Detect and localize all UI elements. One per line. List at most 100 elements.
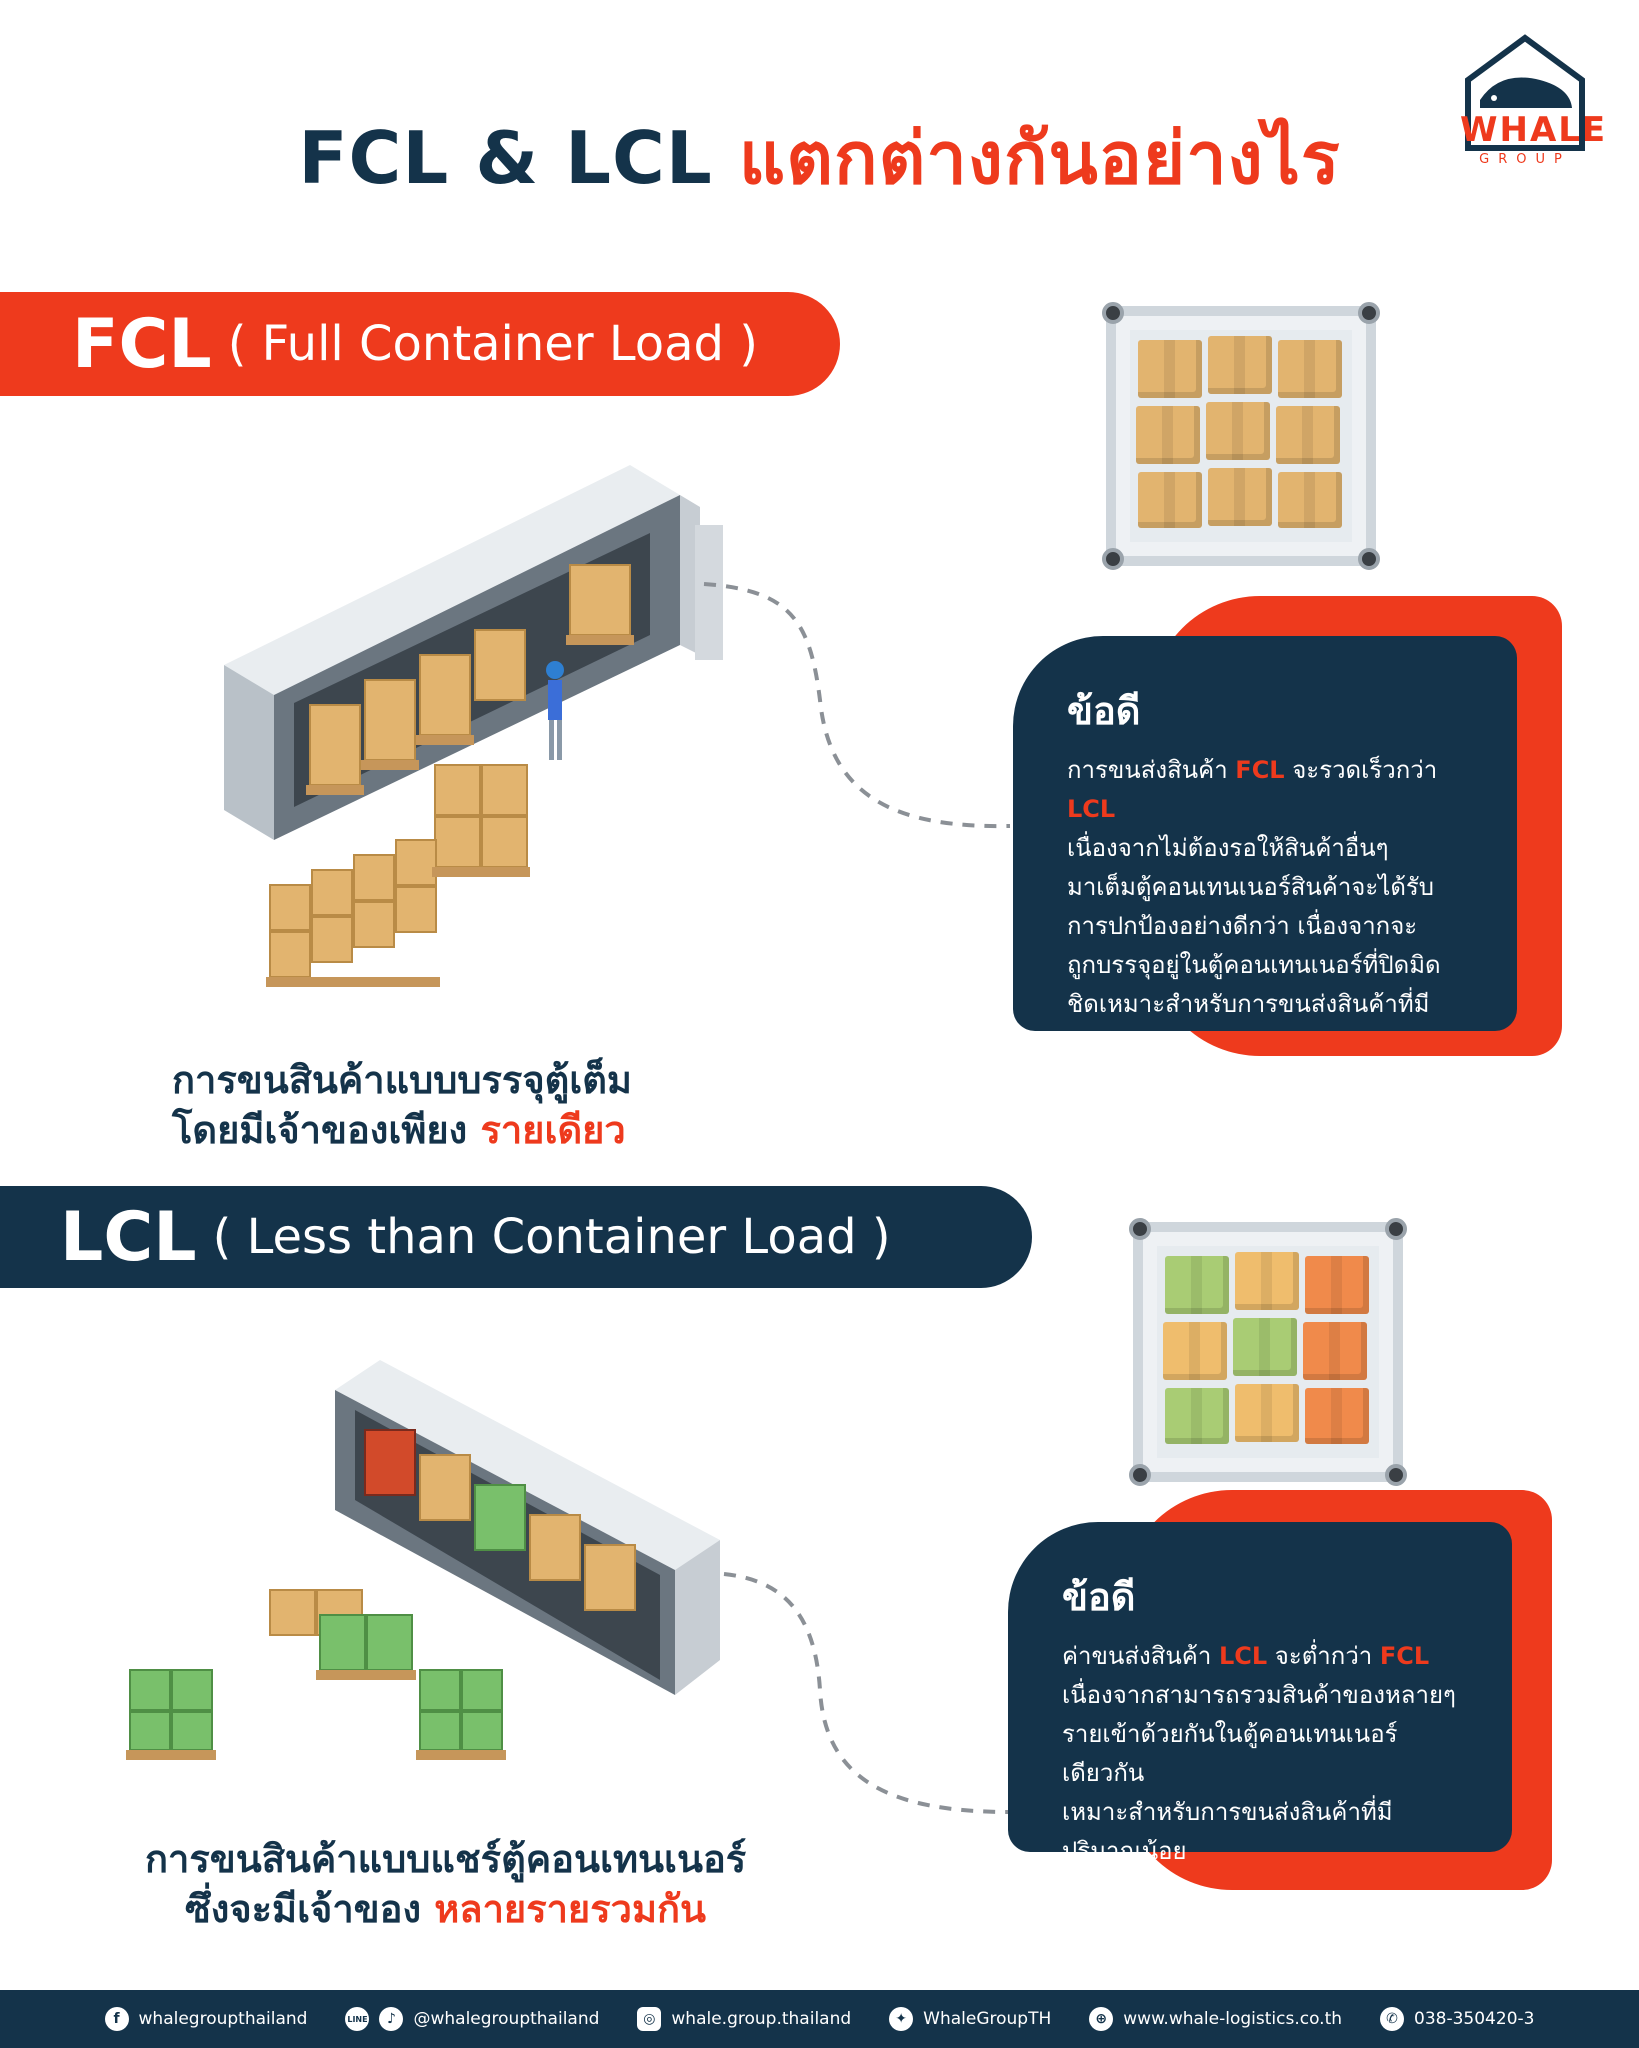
lcl-caption: การขนสินค้าแบบแชร์ตู้คอนเทนเนอร์ ซึ่งจะม… [145, 1834, 746, 1934]
footer-line-tiktok[interactable]: LINE ♪ @whalegroupthailand [345, 2007, 599, 2031]
lcl-box [1305, 1256, 1369, 1314]
tiktok-icon: ♪ [379, 2007, 404, 2031]
fcl-dashed-connector [703, 582, 1011, 829]
footer-website[interactable]: ⊕ www.whale-logistics.co.th [1089, 2007, 1342, 2031]
footer-twitter[interactable]: ✦ WhaleGroupTH [889, 2007, 1051, 2031]
fcl-advantage-heading: ข้อดี [1067, 689, 1141, 733]
lcl-advantage-card: ข้อดี ค่าขนส่งสินค้า LCL จะต่ำกว่า FCL เ… [1008, 1522, 1512, 1865]
container-corner-icon [1102, 302, 1124, 324]
fcl-advantage-line: ชิดเหมาะสำหรับการขนส่งสินค้าที่มี [1067, 990, 1430, 1018]
container-corner-icon [1129, 1464, 1151, 1486]
container-corner-icon [1358, 548, 1380, 570]
twitter-handle: WhaleGroupTH [923, 2009, 1052, 2029]
fcl-caption-highlight: รายเดียว [480, 1108, 626, 1152]
fcl-caption-line1: การขนสินค้าแบบบรรจุตู้เต็ม [172, 1058, 632, 1102]
fcl-container-illustration [224, 465, 723, 987]
fcl-box [1278, 340, 1342, 398]
facebook-handle: whalegroupthailand [138, 2009, 308, 2029]
lcl-box-grid [1157, 1246, 1379, 1458]
lcl-dashed-connector [723, 1572, 1011, 1814]
lcl-adv-mid: จะต่ำกว่า [1267, 1642, 1380, 1670]
lcl-box [1165, 1388, 1229, 1444]
instagram-icon: ◎ [637, 2007, 662, 2031]
lcl-abbr: LCL [60, 1197, 197, 1277]
lcl-container-illustration [126, 1360, 720, 1760]
fcl-box [1138, 340, 1202, 398]
lcl-box [1233, 1318, 1297, 1376]
fcl-adv-prefix: การขนส่งสินค้า [1067, 756, 1236, 784]
logo-sub: GROUP [1479, 152, 1571, 167]
lcl-full-name: ( Less than Container Load ) [212, 1209, 891, 1265]
container-corner-icon [1385, 1218, 1407, 1240]
phone-icon: ✆ [1380, 2007, 1405, 2031]
footer-instagram[interactable]: ◎ whale.group.thailand [637, 2007, 851, 2031]
lcl-caption-prefix: ซึ่งจะมีเจ้าของ [185, 1887, 435, 1931]
whale-logo-icon [1465, 34, 1585, 151]
lcl-container-box [1129, 1218, 1407, 1486]
lcl-advantage-line: รายเข้าด้วยกันในตู้คอนเทนเนอร์เดียวกัน [1062, 1720, 1398, 1787]
lcl-advantage-line: เนื่องจากสามารถรวมสินค้าของหลายๆ [1062, 1681, 1456, 1709]
lcl-caption-highlight: หลายรายรวมกัน [434, 1887, 706, 1931]
fcl-abbr: FCL [72, 304, 212, 384]
phone-number: 038-350420-3 [1414, 2009, 1535, 2029]
fcl-box [1276, 406, 1340, 464]
lcl-adv-hl1: LCL [1218, 1642, 1268, 1670]
logo-name: WHALE [1460, 110, 1608, 150]
lcl-adv-prefix: ค่าขนส่งสินค้า [1062, 1642, 1219, 1670]
fcl-advantage-line: ถูกบรรจุอยู่ในตู้คอนเทนเนอร์ที่ปิดมิด [1067, 951, 1441, 979]
fcl-container-box [1102, 302, 1380, 570]
fcl-advantage-line: เนื่องจากไม่ต้องรอให้สินค้าอื่นๆ [1067, 834, 1389, 862]
fcl-box-grid [1130, 330, 1352, 542]
lcl-advantage-line: ปริมาณน้อย [1062, 1837, 1187, 1865]
fcl-advantage-card: ข้อดี การขนส่งสินค้า FCL จะรวดเร็วกว่า L… [1013, 636, 1517, 1057]
facebook-icon: f [104, 2007, 129, 2031]
fcl-full-name: ( Full Container Load ) [227, 316, 758, 372]
fcl-caption: การขนสินค้าแบบบรรจุตู้เต็ม โดยมีเจ้าของเ… [172, 1055, 632, 1155]
footer-contact-bar: f whalegroupthailand LINE ♪ @whalegroupt… [0, 1990, 1639, 2048]
fcl-advantage-line: ปริมาณมาก [1067, 1029, 1191, 1057]
page-title: FCL & LCL แตกต่างกันอย่างไร [0, 100, 1639, 215]
instagram-handle: whale.group.thailand [671, 2009, 852, 2029]
fcl-box [1136, 406, 1200, 464]
fcl-caption-line2: โดยมีเจ้าของเพียง รายเดียว [172, 1105, 632, 1155]
lcl-box [1303, 1322, 1367, 1380]
website-url: www.whale-logistics.co.th [1123, 2009, 1343, 2029]
fcl-advantage-line: มาเต็มตู้คอนเทนเนอร์สินค้าจะได้รับ [1067, 873, 1435, 901]
lcl-box [1235, 1252, 1299, 1310]
lcl-caption-line1: การขนสินค้าแบบแชร์ตู้คอนเทนเนอร์ [145, 1837, 747, 1881]
container-corner-icon [1102, 548, 1124, 570]
fcl-box [1208, 468, 1272, 526]
lcl-advantage-heading: ข้อดี [1062, 1575, 1136, 1619]
fcl-adv-hl2: LCL [1067, 795, 1116, 823]
twitter-icon: ✦ [889, 2007, 914, 2031]
fcl-caption-prefix: โดยมีเจ้าของเพียง [172, 1108, 481, 1152]
container-corner-icon [1385, 1464, 1407, 1486]
lcl-box [1235, 1384, 1299, 1442]
container-corner-icon [1129, 1218, 1151, 1240]
lcl-advantage-line: เหมาะสำหรับการขนส่งสินค้าที่มี [1062, 1798, 1393, 1826]
title-part2: แตกต่างกันอย่างไร [738, 116, 1341, 200]
line-icon: LINE [345, 2007, 370, 2031]
lcl-box [1163, 1322, 1227, 1380]
fcl-banner: FCL ( Full Container Load ) [0, 292, 840, 396]
fcl-advantage-line1: การขนส่งสินค้า FCL จะรวดเร็วกว่า LCL [1067, 751, 1477, 829]
fcl-box [1206, 402, 1270, 460]
lcl-advantage-line1: ค่าขนส่งสินค้า LCL จะต่ำกว่า FCL [1062, 1637, 1472, 1676]
lcl-caption-line2: ซึ่งจะมีเจ้าของ หลายรายรวมกัน [145, 1884, 746, 1934]
line-tiktok-handle: @whalegroupthailand [413, 2009, 600, 2029]
fcl-adv-mid: จะรวดเร็วกว่า [1284, 756, 1438, 784]
lcl-adv-hl2: FCL [1379, 1642, 1430, 1670]
container-corner-icon [1358, 302, 1380, 324]
fcl-box [1138, 472, 1202, 528]
lcl-box [1305, 1388, 1369, 1444]
fcl-adv-hl1: FCL [1235, 756, 1285, 784]
footer-facebook[interactable]: f whalegroupthailand [104, 2007, 308, 2031]
title-part1: FCL & LCL [298, 116, 713, 200]
fcl-box [1278, 472, 1342, 528]
lcl-box [1165, 1256, 1229, 1314]
footer-phone[interactable]: ✆ 038-350420-3 [1380, 2007, 1534, 2031]
globe-icon: ⊕ [1089, 2007, 1114, 2031]
fcl-box [1208, 336, 1272, 394]
fcl-advantage-line: การปกป้องอย่างดีกว่า เนื่องจากจะ [1067, 912, 1418, 940]
lcl-banner: LCL ( Less than Container Load ) [0, 1186, 1032, 1288]
